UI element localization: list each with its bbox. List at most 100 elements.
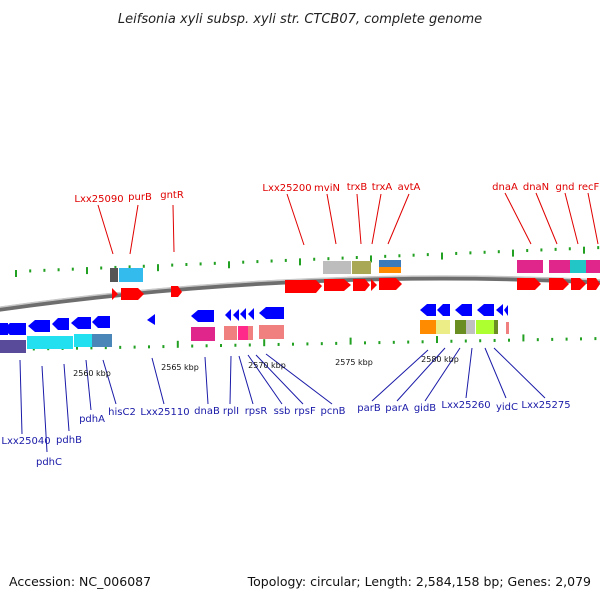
feature-box <box>549 260 570 273</box>
gene-arrow <box>455 304 472 316</box>
gene-label: pdhC <box>36 457 62 468</box>
gene-arrow <box>248 308 254 320</box>
gc-skew-mark <box>306 342 309 346</box>
gene-arrow <box>437 304 450 316</box>
forward-labels: Lxx25090 purB gntR Lxx25200 mviN trxB tr… <box>74 182 599 205</box>
gene-label: parB <box>357 403 381 414</box>
gene-arrow <box>496 304 503 316</box>
kbp-tick-label: 2580 kbp <box>421 355 459 364</box>
gene-label: mviN <box>314 183 340 194</box>
gc-skew-mark <box>364 341 366 345</box>
gc-skew-mark <box>512 249 514 257</box>
gene-label: trxA <box>372 182 393 193</box>
gene-label: hisC2 <box>108 407 136 418</box>
gc-skew-mark <box>508 338 510 342</box>
gene-arrow <box>225 309 231 321</box>
gene-arrow <box>549 278 569 290</box>
feature-box <box>74 334 92 347</box>
gc-skew-mark <box>594 337 597 341</box>
gc-skew-mark <box>248 343 251 347</box>
gc-skew-mark <box>284 258 287 262</box>
feature-box <box>224 326 237 340</box>
gc-skew-mark <box>583 246 585 254</box>
reverse-label-leaders <box>19 347 546 453</box>
gene-arrow <box>121 288 144 300</box>
gene-arrow <box>233 309 239 321</box>
gc-skew-mark <box>497 250 500 254</box>
feature-track <box>0 260 600 353</box>
gc-skew-mark <box>421 340 424 344</box>
kbp-tick-label: 2575 kbp <box>335 358 373 367</box>
gene-arrow <box>0 323 8 335</box>
gc-skew-track <box>4 246 600 351</box>
kbp-tick-label: 2560 kbp <box>73 369 111 378</box>
gc-skew-mark <box>392 340 395 344</box>
gene-label: trxB <box>347 182 368 193</box>
gene-arrow <box>371 279 377 291</box>
gc-skew-mark <box>15 270 17 277</box>
gc-skew-mark <box>384 254 387 258</box>
forward-label-leaders <box>97 192 599 255</box>
gene-label: gnd <box>555 182 574 193</box>
gc-skew-mark <box>157 264 159 272</box>
gc-skew-mark <box>191 344 194 348</box>
gc-skew-mark <box>464 339 467 343</box>
gene-arrow <box>191 310 214 322</box>
feature-box <box>494 320 498 334</box>
gene-arrow <box>259 307 284 319</box>
feature-box <box>586 260 600 273</box>
gc-skew-mark <box>536 338 539 342</box>
gc-skew-mark <box>378 341 381 345</box>
gene-label: pdhB <box>56 435 82 446</box>
feature-box <box>0 340 26 353</box>
gene-arrow <box>353 279 370 291</box>
gc-skew-mark <box>57 268 60 272</box>
gc-skew-mark <box>270 259 273 263</box>
gc-skew-mark <box>407 340 410 344</box>
genome-summary-text: Topology: circular; Length: 2,584,158 bp… <box>247 574 591 589</box>
kbp-tick-label: 2565 kbp <box>161 363 199 372</box>
gc-skew-mark <box>277 342 280 346</box>
gc-skew-mark <box>142 264 145 268</box>
gc-skew-mark <box>299 258 301 266</box>
gene-arrow <box>324 279 351 291</box>
gene-arrow <box>92 316 110 328</box>
gene-label: rplI <box>223 406 239 417</box>
feature-box <box>248 326 253 340</box>
forward-gene-arrows <box>112 278 600 300</box>
feature-box <box>191 327 215 341</box>
gc-skew-mark <box>220 344 222 348</box>
gene-arrow <box>3 323 26 335</box>
gc-skew-mark <box>256 260 259 264</box>
gc-skew-mark <box>341 256 344 260</box>
gc-skew-mark <box>455 251 458 255</box>
gc-skew-mark <box>349 337 352 345</box>
gc-skew-mark <box>171 263 174 267</box>
gene-arrow <box>504 305 508 316</box>
gc-skew-mark <box>551 337 554 341</box>
gc-skew-mark <box>554 247 557 251</box>
gene-arrow <box>420 304 436 316</box>
feature-box <box>352 261 371 274</box>
gc-skew-mark <box>370 255 372 263</box>
feature-box <box>238 326 248 340</box>
gc-skew-mark <box>213 261 216 265</box>
gene-label: Lxx25200 <box>262 183 311 194</box>
reverse-labels: Lxx25040 pdhC pdhB pdhA hisC2 Lxx25110 d… <box>1 400 570 468</box>
gc-skew-mark <box>176 340 179 348</box>
gene-label: pdhA <box>79 414 105 425</box>
gene-label: dnaA <box>492 182 518 193</box>
gene-arrow <box>112 288 118 300</box>
gene-arrow <box>240 308 246 320</box>
feature-box <box>259 325 284 339</box>
gc-skew-mark <box>119 345 122 349</box>
gene-label: parA <box>385 403 409 414</box>
kbp-scale: 2560 kbp 2565 kbp 2570 kbp 2575 kbp 2580… <box>73 355 459 378</box>
gc-skew-mark <box>479 339 482 343</box>
gene-label: purB <box>128 192 152 203</box>
gc-skew-mark <box>162 345 165 349</box>
gc-skew-mark <box>292 342 294 346</box>
gc-skew-mark <box>436 336 438 344</box>
gc-skew-mark <box>355 256 358 260</box>
